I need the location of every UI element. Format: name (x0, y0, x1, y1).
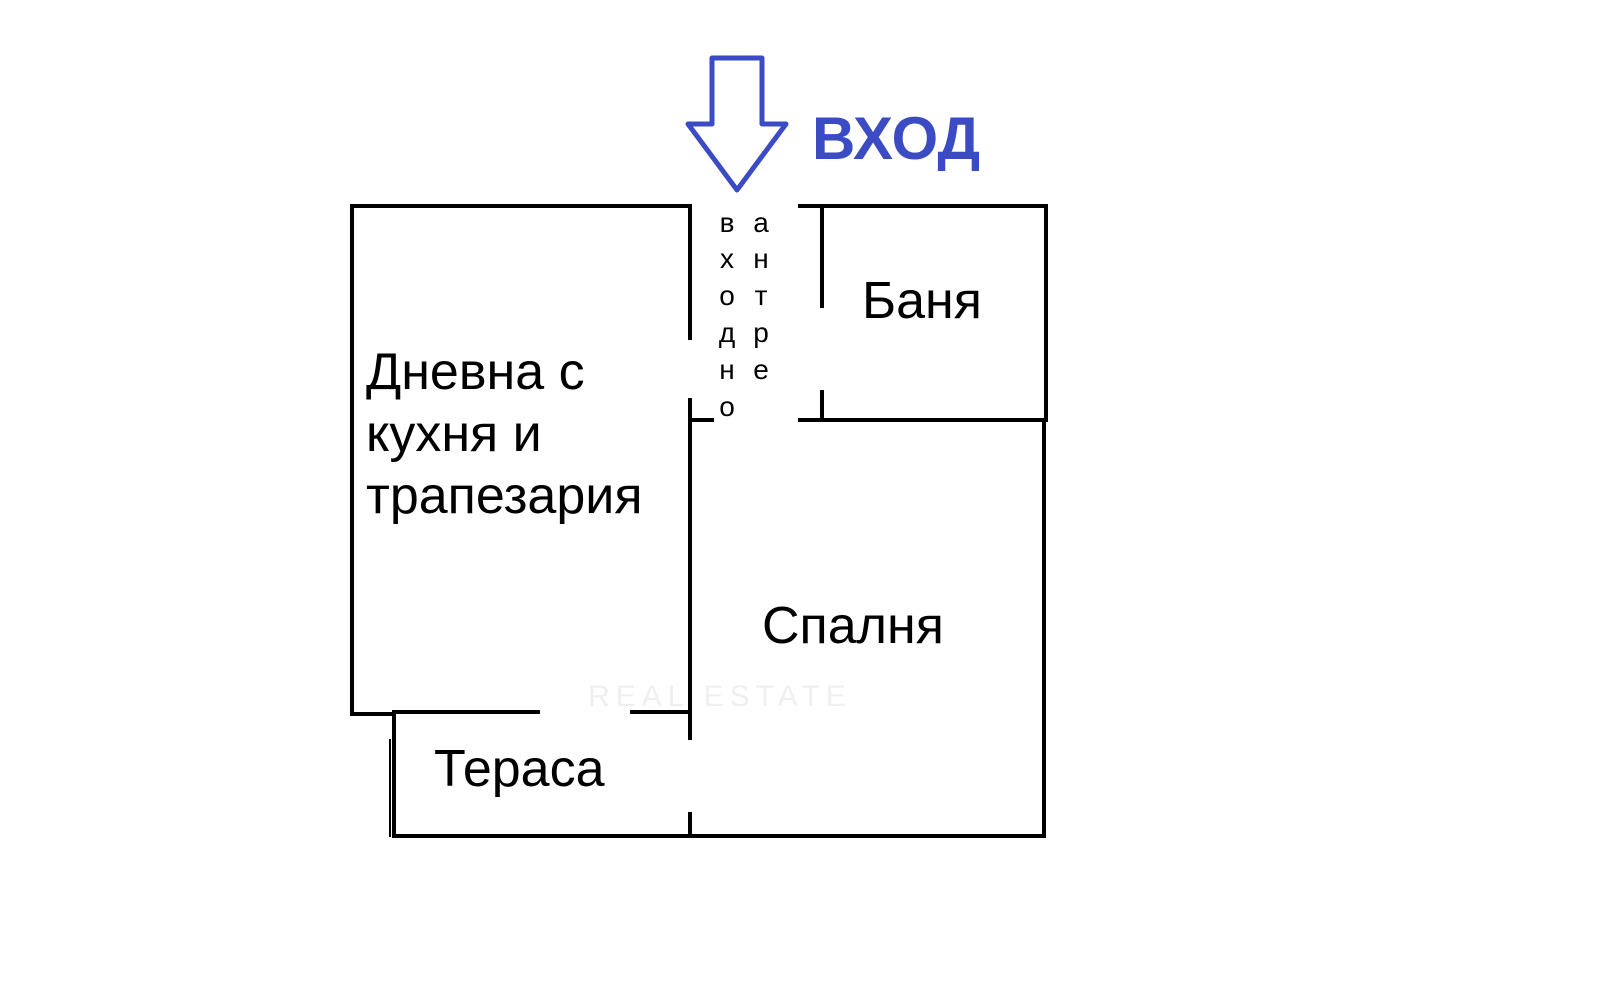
hallway-letter: т (755, 280, 768, 311)
living-room: Дневна с кухня и трапезария (366, 343, 642, 525)
hallway-letter: о (719, 391, 735, 422)
hallway-letter: в (720, 207, 735, 238)
living-room-label-line-2: кухня и (366, 405, 542, 463)
hallway-letter: а (753, 207, 769, 238)
watermark-text: REAL ESTATE (588, 680, 852, 713)
hallway-letter: н (753, 243, 768, 274)
hallway-letter: х (720, 243, 734, 274)
watermark: REAL ESTATE (588, 680, 852, 713)
entry-arrow-icon (685, 55, 789, 193)
living-room-label-line-1: Дневна с (366, 343, 585, 401)
bedroom-label: Спалня (762, 597, 944, 655)
entry-label: ВХОД (812, 105, 980, 172)
hallway-label: в х о д н о а н т р е (719, 207, 769, 422)
hallway-letter: р (753, 317, 769, 348)
hallway-letter: д (719, 317, 735, 348)
hallway-letter: е (753, 354, 769, 385)
hallway-letter: о (719, 280, 735, 311)
bathroom-label: Баня (862, 272, 982, 330)
walls (350, 204, 1048, 838)
living-room-label-line-3: трапезария (366, 467, 642, 525)
hallway-letter: н (719, 354, 734, 385)
terrace-label: Тераса (434, 740, 605, 798)
